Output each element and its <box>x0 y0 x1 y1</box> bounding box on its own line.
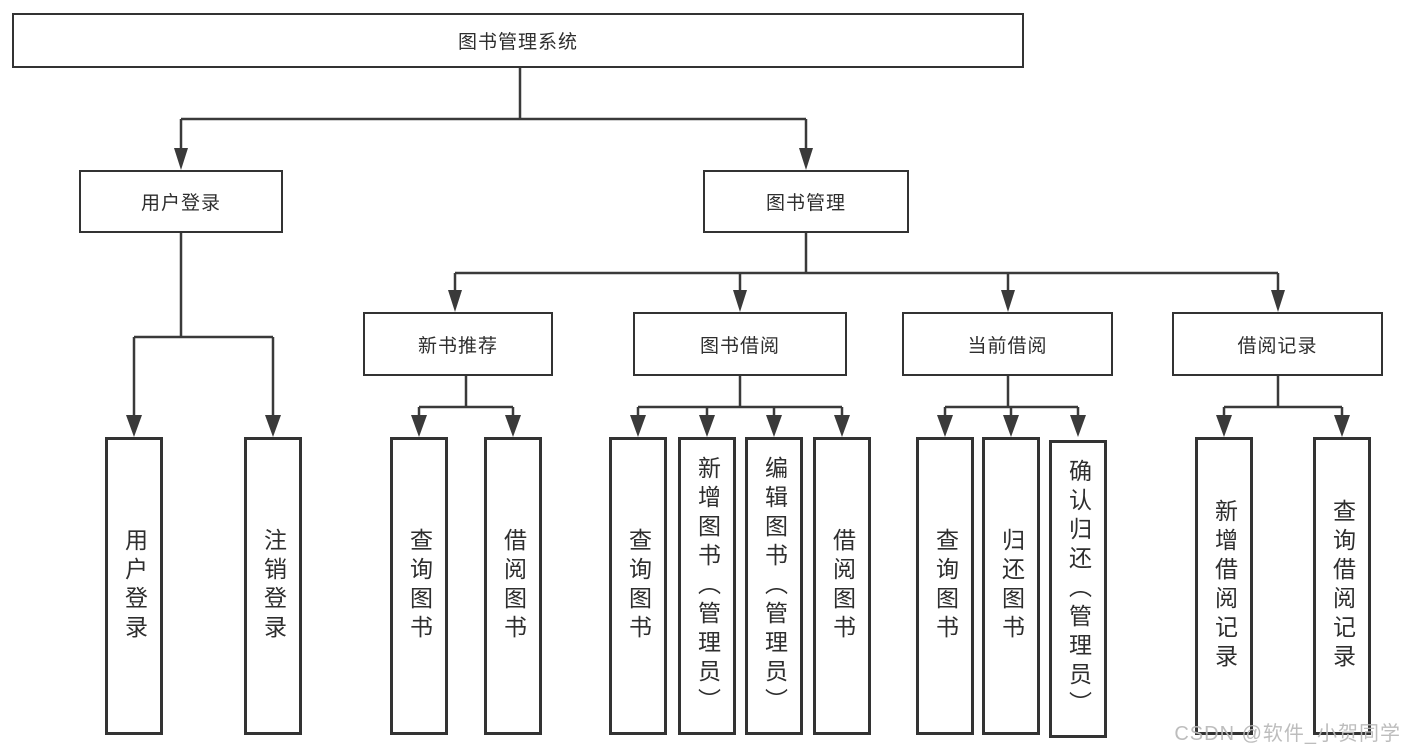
leaf-borrow-add-book-admin: 新增图书（管理员） <box>678 437 736 735</box>
leaf-records-add-record: 新增借阅记录 <box>1195 437 1253 735</box>
leaf-user-login: 用户登录 <box>105 437 163 735</box>
leaf-borrow-query-book: 查询图书 <box>609 437 667 735</box>
leaf-current-confirm-return-admin: 确认归还（管理员） <box>1049 440 1107 738</box>
node-user-login: 用户登录 <box>79 170 283 233</box>
leaf-borrow-edit-book-admin: 编辑图书（管理员） <box>745 437 803 735</box>
node-book-borrow: 图书借阅 <box>633 312 847 376</box>
leaf-records-query-record: 查询借阅记录 <box>1313 437 1371 735</box>
watermark-text: CSDN @软件_小贺同学 <box>1174 723 1401 745</box>
node-new-book-recommend: 新书推荐 <box>363 312 553 376</box>
node-library-management-system: 图书管理系统 <box>12 13 1024 68</box>
leaf-recommend-query-book: 查询图书 <box>390 437 448 735</box>
leaf-borrow-borrow-book: 借阅图书 <box>813 437 871 735</box>
leaf-recommend-borrow-book: 借阅图书 <box>484 437 542 735</box>
node-current-borrow: 当前借阅 <box>902 312 1113 376</box>
leaf-current-return-book: 归还图书 <box>982 437 1040 735</box>
leaf-logout-login: 注销登录 <box>244 437 302 735</box>
leaf-current-query-book: 查询图书 <box>916 437 974 735</box>
node-borrow-records: 借阅记录 <box>1172 312 1383 376</box>
node-book-management: 图书管理 <box>703 170 909 233</box>
